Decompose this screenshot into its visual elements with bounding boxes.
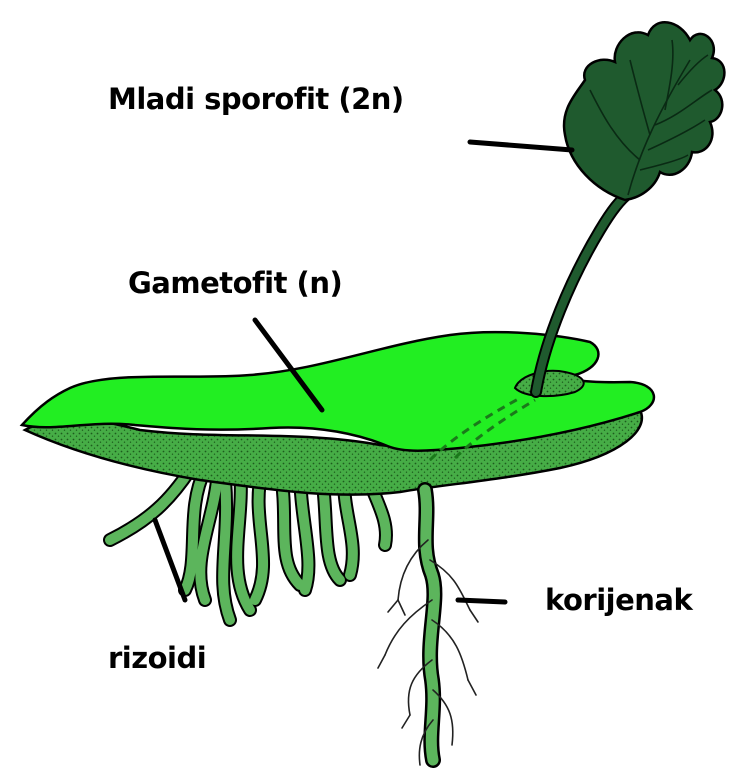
label-rhizoids: rizoidi	[108, 641, 206, 675]
label-sporophyte: Mladi sporofit (2n)	[108, 82, 404, 116]
sporophyte-leaf	[564, 22, 724, 200]
label-gametophyte: Gametofit (n)	[128, 266, 342, 300]
young-root	[378, 490, 478, 765]
leader-sporofit	[470, 142, 572, 150]
leader-rizoidi	[155, 520, 185, 600]
leader-korijenak	[458, 600, 505, 602]
label-root: korijenak	[545, 583, 692, 617]
